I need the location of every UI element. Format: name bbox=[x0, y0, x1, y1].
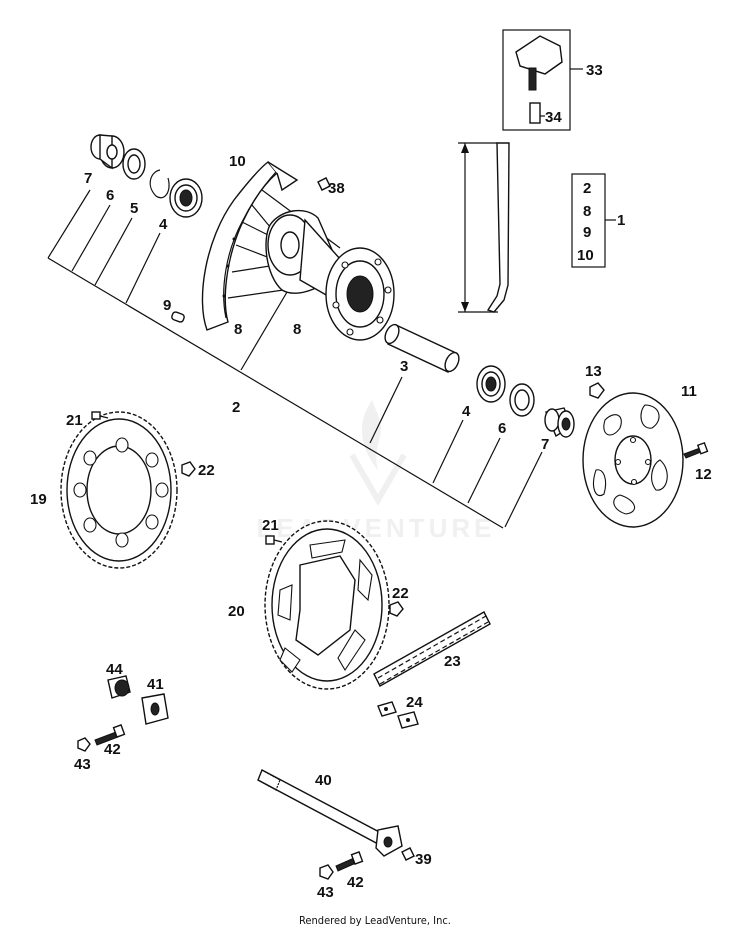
brake-disc-part bbox=[582, 392, 684, 528]
valve-insert-part bbox=[529, 102, 541, 124]
group-callout-9: 9 bbox=[583, 224, 591, 241]
watermark: LEADVENTURE bbox=[256, 400, 492, 543]
rear-rim-part bbox=[201, 161, 299, 331]
shaft-seal-right-part bbox=[509, 383, 535, 417]
spacer-right-part bbox=[544, 407, 575, 438]
adjuster-screw-42a-part bbox=[94, 724, 126, 746]
callout-40: 40 bbox=[315, 772, 332, 789]
valve-cap-part-group bbox=[502, 29, 583, 131]
callout-43-top: 43 bbox=[74, 756, 91, 773]
callout-20: 20 bbox=[228, 603, 245, 620]
rear-sprocket-20-part bbox=[264, 520, 390, 690]
group-callout-2: 2 bbox=[583, 180, 591, 197]
sprocket-nut-22b-part bbox=[389, 601, 404, 617]
callout-33: 33 bbox=[586, 62, 603, 79]
callout-7-right: 7 bbox=[541, 436, 549, 453]
callout-1: 1 bbox=[617, 212, 625, 229]
group-callout-10: 10 bbox=[577, 247, 594, 264]
assembly-axis-lines bbox=[47, 189, 543, 529]
spacer-left-part bbox=[90, 134, 125, 170]
callout-3: 3 bbox=[400, 358, 408, 375]
callout-8-left: 8 bbox=[234, 321, 242, 338]
callout-2: 2 bbox=[232, 399, 240, 416]
bearing-left-part bbox=[169, 178, 203, 218]
callout-4-right: 4 bbox=[462, 403, 471, 420]
callout-22-center: 22 bbox=[392, 585, 409, 602]
sprocket-nut-22a-part bbox=[181, 461, 196, 477]
spoke-part bbox=[458, 142, 510, 313]
footer-credit: Rendered by LeadVenture, Inc. bbox=[299, 914, 451, 927]
callout-21-left: 21 bbox=[66, 412, 83, 429]
adjuster-nut-43b-part bbox=[319, 864, 334, 880]
valve-cap-part bbox=[515, 35, 563, 75]
callout-13: 13 bbox=[585, 363, 602, 380]
chain-part bbox=[373, 611, 491, 687]
callout-39: 39 bbox=[415, 851, 432, 868]
callout-23: 23 bbox=[444, 653, 461, 670]
valve-group-frame bbox=[502, 29, 571, 131]
callout-6: 6 bbox=[106, 187, 114, 204]
valve-stem-part bbox=[528, 67, 537, 91]
nipple-part bbox=[317, 177, 331, 191]
callout-43-bottom: 43 bbox=[317, 884, 334, 901]
adjuster-screw-42b-part bbox=[335, 851, 364, 872]
callout-44: 44 bbox=[106, 661, 123, 678]
bearing-right-part bbox=[476, 365, 506, 403]
callout-19: 19 bbox=[30, 491, 47, 508]
axle-part bbox=[257, 769, 403, 857]
callout-labels: 33 34 10 38 7 6 5 4 2 8 9 10 1 9 8 8 3 2… bbox=[30, 62, 712, 901]
callout-42-top: 42 bbox=[104, 741, 121, 758]
callout-9: 9 bbox=[163, 297, 171, 314]
rear-sprocket-19-part bbox=[60, 411, 178, 569]
group-callout-8: 8 bbox=[583, 203, 591, 220]
callout-22-left: 22 bbox=[198, 462, 215, 479]
callout-42-bottom: 42 bbox=[347, 874, 364, 891]
sprocket-screw-21a-part bbox=[91, 411, 109, 420]
circlip-part bbox=[149, 169, 170, 199]
callout-24: 24 bbox=[406, 694, 423, 711]
callout-12: 12 bbox=[695, 466, 712, 483]
callout-8-right: 8 bbox=[293, 321, 301, 338]
hub-set-group bbox=[571, 173, 616, 268]
adjuster-nut-43a-part bbox=[77, 737, 91, 752]
chain-link-part bbox=[377, 701, 419, 729]
axle-nut-39-part bbox=[401, 847, 415, 861]
callout-21-center: 21 bbox=[262, 517, 279, 534]
callout-5: 5 bbox=[130, 200, 138, 217]
callout-6-right: 6 bbox=[498, 420, 506, 437]
spacer-tube-part bbox=[384, 323, 460, 373]
spoke-nipple-part bbox=[171, 311, 185, 323]
callout-10: 10 bbox=[229, 153, 246, 170]
sprocket-screw-21b-part bbox=[265, 535, 283, 545]
callout-7: 7 bbox=[84, 170, 92, 187]
callout-34: 34 bbox=[545, 109, 562, 126]
chain-adjuster-41-part bbox=[141, 693, 169, 725]
callout-38: 38 bbox=[328, 180, 345, 197]
disc-screw-part bbox=[683, 441, 709, 459]
callout-41: 41 bbox=[147, 676, 164, 693]
shaft-seal-left-part bbox=[122, 148, 146, 180]
callout-4: 4 bbox=[159, 216, 168, 233]
rear-hub-part bbox=[265, 209, 395, 341]
chain-adjuster-44-part bbox=[107, 675, 131, 699]
callout-11: 11 bbox=[681, 383, 697, 400]
disc-nut-part bbox=[589, 382, 605, 399]
